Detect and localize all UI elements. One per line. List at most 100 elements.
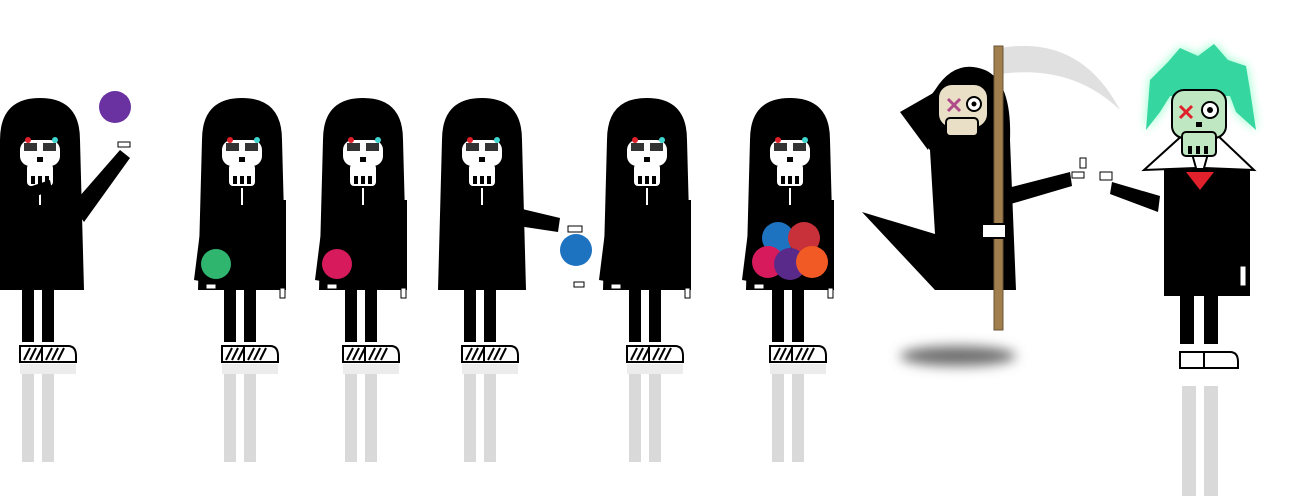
leg-reflection: [464, 372, 476, 462]
leg-reflection: [484, 372, 496, 462]
shoe-stripe: [352, 347, 360, 361]
skeleton-character-1: [0, 91, 131, 462]
tooth-gap: [487, 176, 491, 184]
eye-glow-red: [632, 137, 638, 143]
shoe-reflection: [222, 364, 278, 374]
eye-glow-red: [25, 137, 31, 143]
reaper-pupil: [971, 101, 977, 107]
nose-hole: [37, 157, 43, 162]
eye-socket: [650, 143, 663, 151]
eye-socket: [466, 143, 479, 151]
finger-bones: [1099, 171, 1113, 181]
tooth-gap: [31, 176, 35, 184]
shoe-stripe: [493, 347, 501, 361]
x-eye-stroke: [946, 97, 962, 113]
shoe-stripe: [368, 347, 376, 361]
shoe-stripe: [57, 347, 65, 361]
arm-left: [599, 200, 619, 282]
leg-reflection: [1182, 386, 1196, 496]
zombie-arm: [1110, 182, 1160, 212]
skeleton-row: [0, 91, 834, 462]
leg: [42, 286, 54, 342]
tooth-gap: [247, 176, 251, 184]
leg-reflection: [345, 372, 357, 462]
x-eye-icon: [1178, 104, 1194, 120]
finger-bones: [753, 283, 765, 290]
tooth-gap: [38, 176, 42, 184]
eye-glow-cyan: [254, 137, 260, 143]
leg-reflection: [792, 372, 804, 462]
leg: [345, 286, 357, 342]
scythe-staff: [993, 45, 1004, 331]
floating-shadow: [900, 346, 1016, 366]
leg: [224, 286, 236, 342]
arm-left: [315, 200, 335, 282]
shoe-stripe: [225, 347, 233, 361]
tooth-gap: [368, 176, 372, 184]
eye-glow-cyan: [375, 137, 381, 143]
shoe-stripe: [45, 347, 53, 361]
juggling-ball: [762, 222, 794, 254]
eye-glow-red: [348, 137, 354, 143]
shoe-stripe: [380, 347, 388, 361]
leg: [22, 286, 34, 342]
leg-reflection: [42, 372, 54, 462]
arm-left: [194, 200, 214, 282]
juggling-ball: [322, 249, 352, 279]
leg-reflection: [224, 372, 236, 462]
eye-glow-cyan: [802, 137, 808, 143]
zombie: [1099, 44, 1257, 496]
grim-reaper: [862, 45, 1120, 366]
tooth-gap: [788, 176, 792, 184]
shoe-stripe: [247, 347, 255, 361]
leg-reflection: [649, 372, 661, 462]
arm-right: [824, 200, 834, 290]
shoe-stripe: [374, 347, 382, 361]
leg: [772, 286, 784, 342]
hood-tip: [900, 92, 935, 150]
tooth-gap: [240, 176, 244, 184]
tooth-gap: [645, 176, 649, 184]
nose-hole: [360, 157, 366, 162]
tooth-gap: [795, 176, 799, 184]
leg-reflection: [772, 372, 784, 462]
eye-socket: [774, 143, 787, 151]
reaper-jaw: [945, 117, 979, 137]
shoe-stripe: [471, 347, 479, 361]
eye-socket: [226, 143, 239, 151]
leg: [792, 286, 804, 342]
finger-bones: [573, 281, 585, 288]
arm-right: [681, 200, 691, 290]
shoe-stripe: [658, 347, 666, 361]
x-eye-stroke: [1178, 104, 1194, 120]
eye-socket: [631, 143, 644, 151]
finger-bones: [117, 141, 131, 148]
shoe-stripe: [29, 347, 37, 361]
nose-hole: [1196, 122, 1202, 127]
finger-bones: [205, 283, 217, 290]
shoe-reflection: [770, 364, 826, 374]
tooth-gap: [473, 176, 477, 184]
eye-socket: [43, 143, 56, 151]
shoe-reflection: [343, 364, 399, 374]
shoe-stripe: [652, 347, 660, 361]
tooth-gap: [781, 176, 785, 184]
finger-bones: [827, 287, 834, 299]
shoe-stripe: [487, 347, 495, 361]
leg: [365, 286, 377, 342]
folded-arm: [20, 180, 52, 202]
eye-socket: [485, 143, 498, 151]
eye-socket: [366, 143, 379, 151]
nose-hole: [239, 157, 245, 162]
finger-bones: [400, 287, 407, 299]
juggling-ball: [560, 234, 592, 266]
shoe-stripe: [636, 347, 644, 361]
scythe-blade: [1000, 45, 1120, 111]
nose-hole: [479, 157, 485, 162]
tooth-gap: [45, 176, 49, 184]
finger-bones: [1071, 171, 1085, 179]
tooth-gap: [1196, 146, 1200, 154]
finger-bones: [1079, 157, 1087, 169]
zombie-coat: [1164, 168, 1250, 296]
eye-socket: [245, 143, 258, 151]
